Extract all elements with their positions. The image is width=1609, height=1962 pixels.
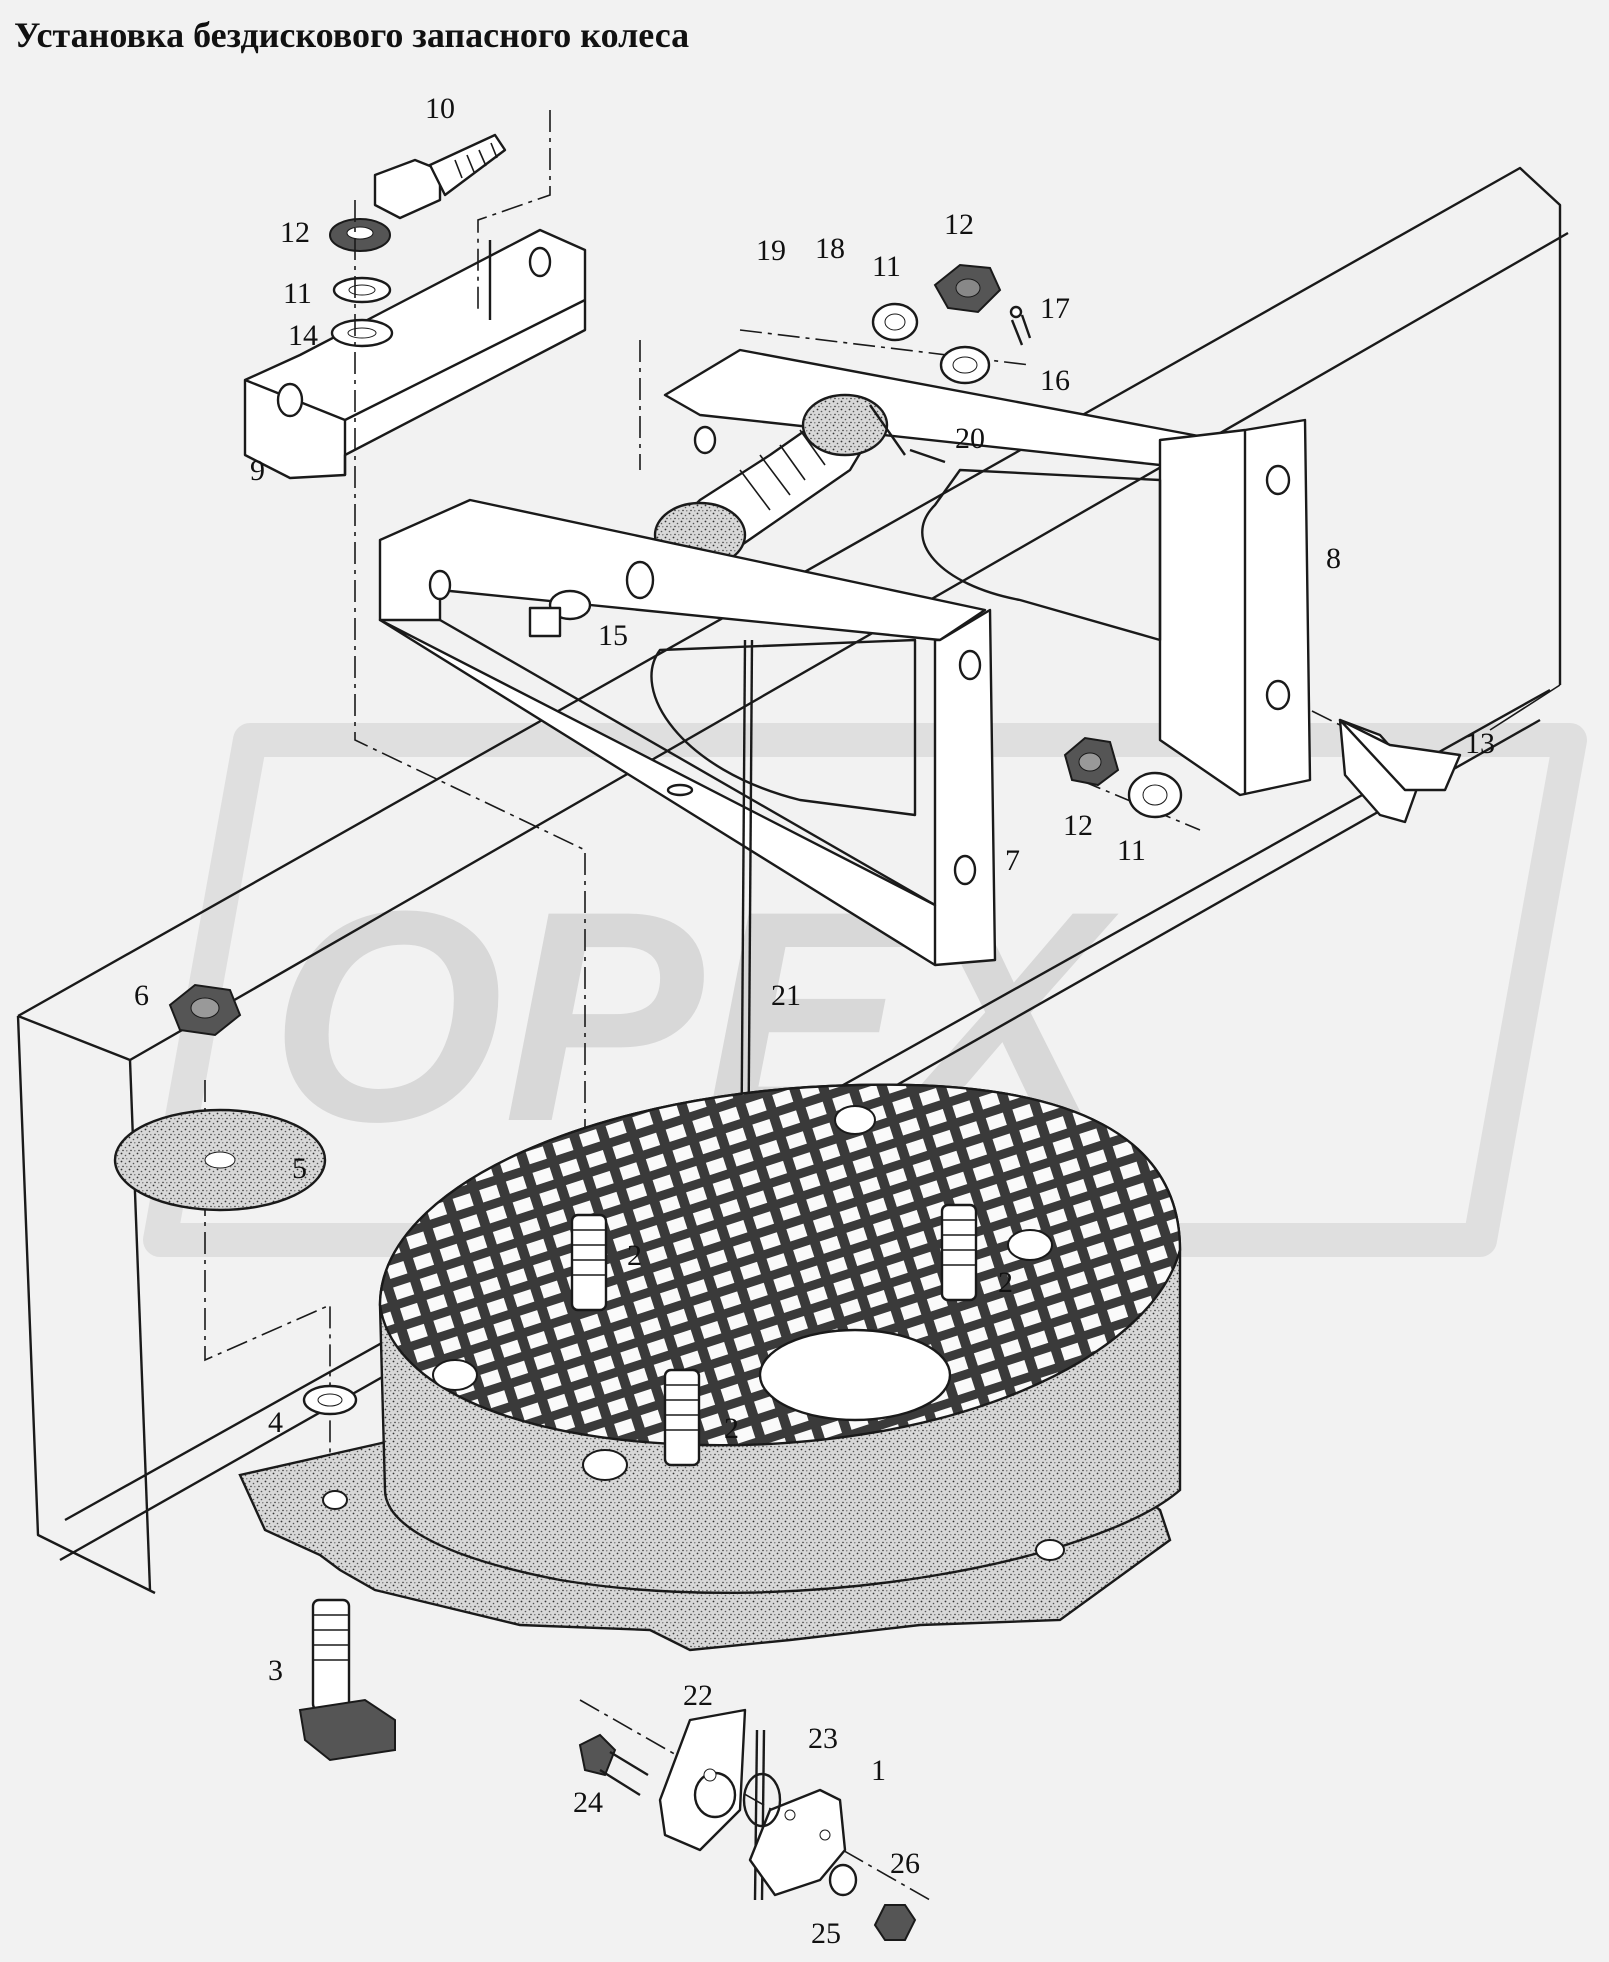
bolt-24 [578,1733,649,1797]
callout-5: 5 [292,1152,307,1185]
callout-12: 12 [944,208,974,241]
callout-26: 26 [890,1847,920,1880]
cable-clamp-bracket-22 [658,1708,747,1852]
t-bolt-3 [298,1598,396,1762]
callout-2: 2 [627,1239,642,1272]
callout-2: 2 [724,1412,739,1445]
callout-6: 6 [134,979,149,1012]
callout-2: 2 [998,1266,1013,1299]
callout-1: 1 [871,1754,886,1787]
callout-22: 22 [683,1679,713,1712]
bracket-9 [243,228,587,480]
callout-11: 11 [1117,834,1146,867]
callout-17: 17 [1040,292,1070,325]
callout-9: 9 [250,454,265,487]
callout-11: 11 [872,250,901,283]
callout-8: 8 [1326,542,1341,575]
callout-11: 11 [283,277,312,310]
bolt-15 [528,589,592,638]
bracket-8 [663,348,1312,797]
callout-21: 21 [771,979,801,1012]
fasteners-top-right [871,263,1032,385]
washer-4 [302,1384,358,1416]
fasteners-lower-right [1063,718,1462,824]
callout-23: 23 [808,1722,838,1755]
callout-labels: 1 2 2 2 3 4 5 6 7 8 9 10 11 11 11 12 12 … [134,92,1495,1950]
bolt-10 [373,133,507,220]
diagram-title: Установка бездискового запасного колеса [14,15,690,55]
nut-26 [873,1904,917,1941]
callout-12: 12 [280,216,310,249]
carrier-plate-1 [238,1083,1182,1652]
callout-13: 13 [1465,727,1495,760]
callout-25: 25 [811,1917,841,1950]
callout-14: 14 [288,319,318,352]
callout-19: 19 [756,234,786,267]
stud-2 [570,1203,978,1467]
callout-18: 18 [815,232,845,265]
cable-clamp-plate-23 [742,1772,847,1897]
callout-15: 15 [598,619,628,652]
callout-16: 16 [1040,364,1070,397]
plate-5 [113,1108,327,1212]
nut-6 [168,983,242,1037]
callout-24: 24 [573,1786,603,1819]
washer-stack-left [329,218,394,348]
winch-shaft-assembly [653,393,946,569]
washer-25 [828,1863,858,1897]
callout-12: 12 [1063,809,1093,842]
callout-20: 20 [955,422,985,455]
bracket-7 [378,498,997,967]
callout-7: 7 [1005,844,1020,877]
callout-10: 10 [425,92,455,125]
callout-3: 3 [268,1654,283,1687]
callout-4: 4 [268,1406,283,1439]
